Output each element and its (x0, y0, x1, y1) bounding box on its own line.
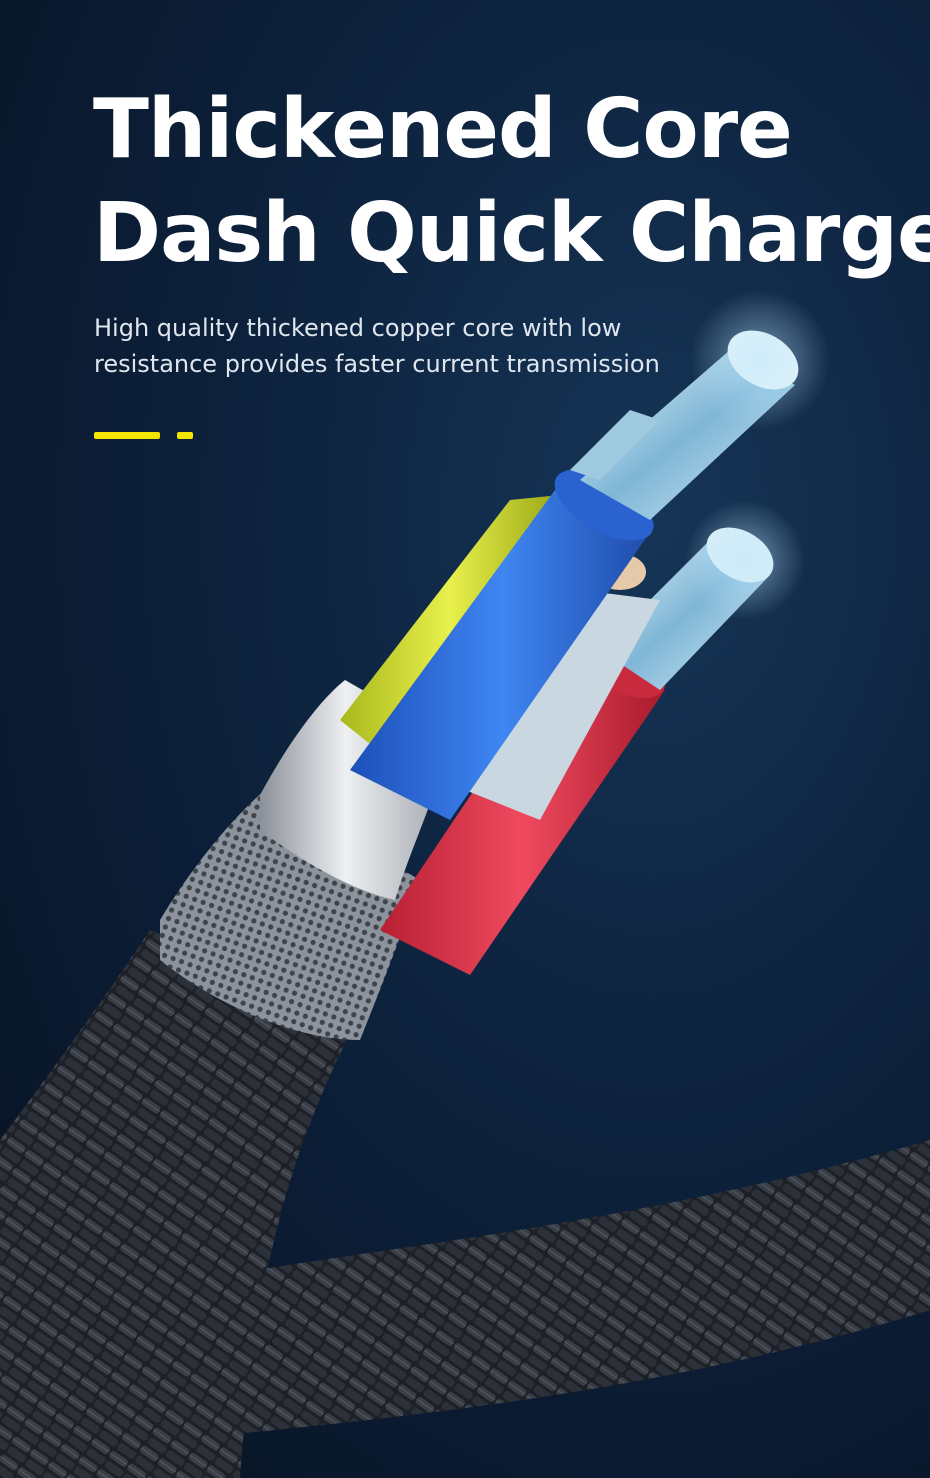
accent-bar-short (177, 432, 193, 439)
headline-line-1: Thickened Core (93, 82, 793, 177)
braided-cable-lower (150, 1140, 930, 1440)
braided-cable-main (0, 930, 360, 1478)
blue-wire (350, 490, 655, 820)
accent-bar-long (94, 432, 160, 439)
subtitle: High quality thickened copper core with … (94, 310, 660, 382)
subtitle-line-1: High quality thickened copper core with … (94, 314, 622, 342)
headline: Thickened Core Dash Quick Charge (93, 78, 930, 286)
subtitle-line-2: resistance provides faster current trans… (94, 350, 660, 378)
headline-line-2: Dash Quick Charge (93, 186, 930, 281)
copper-bundle (440, 590, 660, 820)
